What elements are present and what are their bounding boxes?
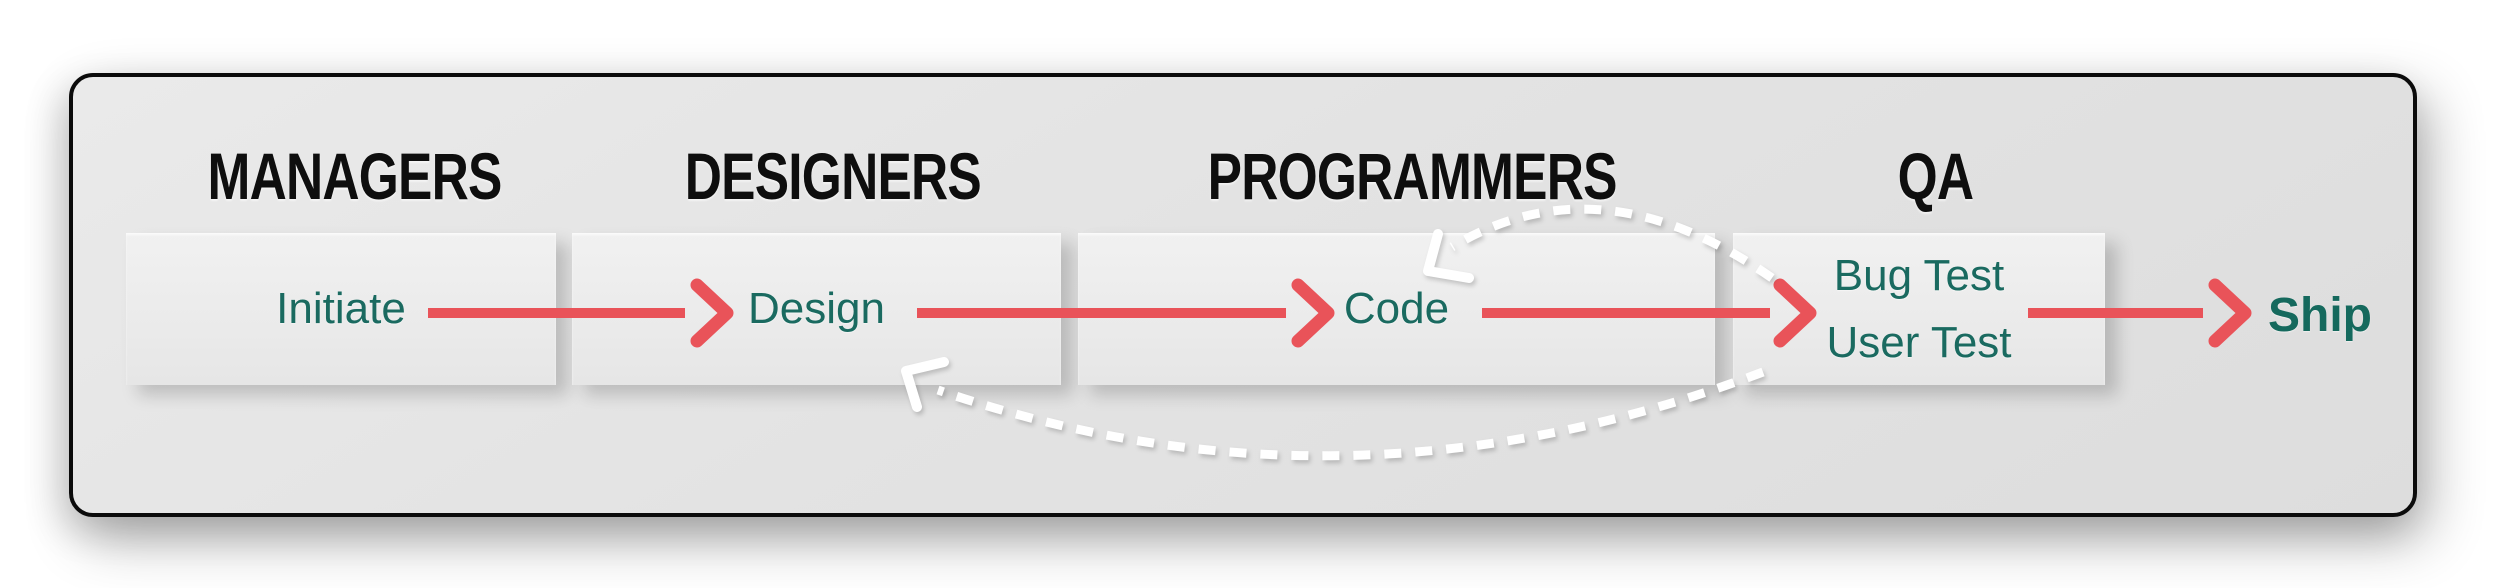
stage-label-initiate: Initiate (276, 283, 406, 333)
stage-label-user-test: User Test (1826, 317, 2012, 367)
stage-label-code: Code (1343, 283, 1450, 333)
lane-header-qa-label: QA (1897, 139, 1973, 213)
stage-box-design: Design (572, 233, 1061, 385)
stage-box-qa: Bug Test User Test (1733, 233, 2105, 385)
stage-label-design: Design (748, 283, 885, 333)
lane-header-designers-label: DESIGNERS (684, 139, 981, 213)
lane-header-programmers-label: PROGRAMMERS (1207, 139, 1618, 213)
stage-label-bug-test: Bug Test (1833, 250, 2005, 300)
stage-box-initiate: Initiate (126, 233, 556, 385)
stage-box-code: Code (1078, 233, 1715, 385)
lane-header-qa: QA (1749, 139, 2121, 213)
lane-header-managers-label: MANAGERS (207, 139, 503, 213)
ship-label: Ship (2268, 288, 2372, 342)
lane-header-programmers: PROGRAMMERS (1094, 139, 1731, 213)
lane-header-managers: MANAGERS (141, 139, 569, 213)
lane-header-designers: DESIGNERS (588, 139, 1077, 213)
